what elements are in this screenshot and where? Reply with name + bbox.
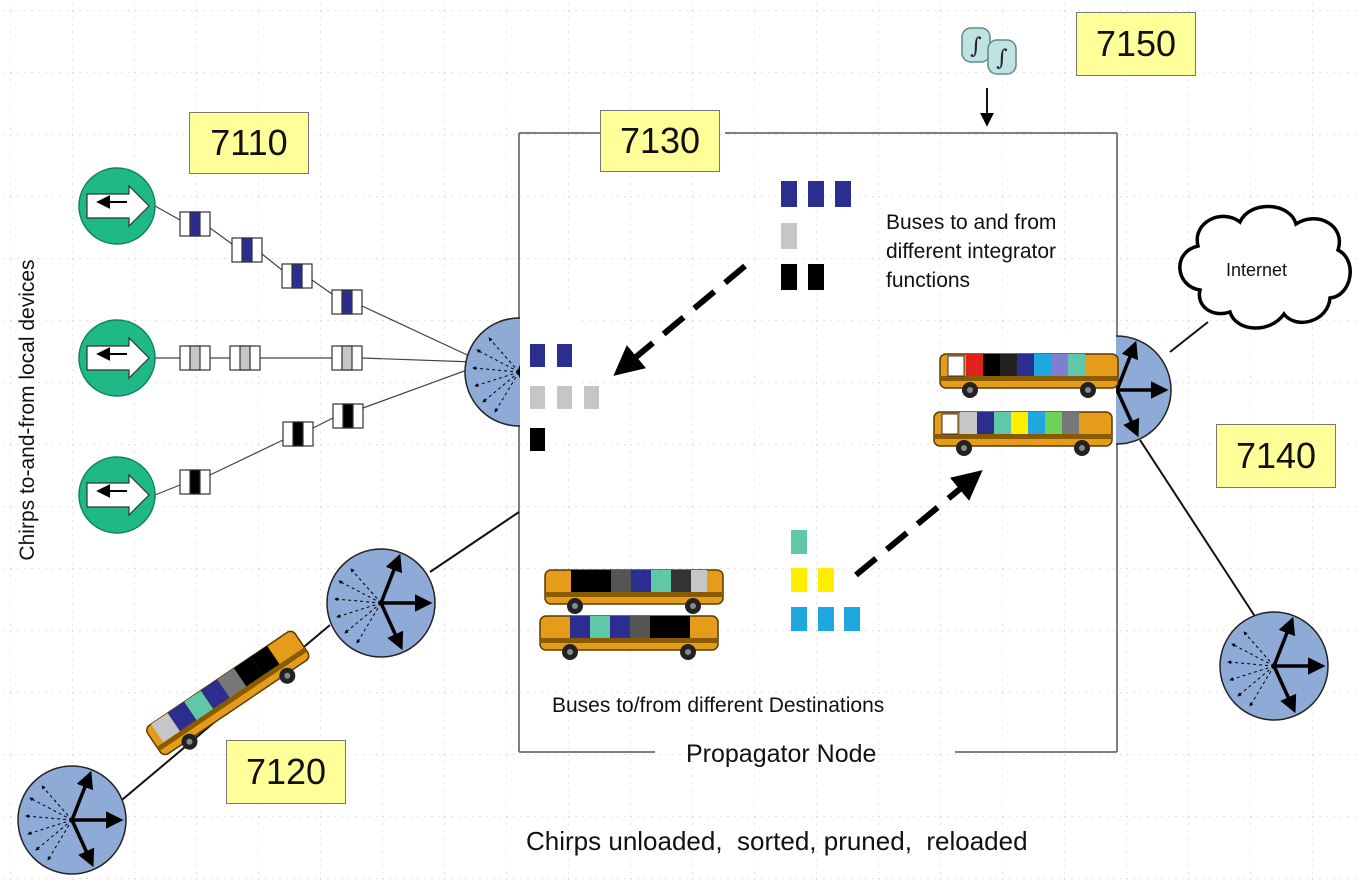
integrator-caption-line: functions (886, 269, 971, 292)
ref-label-7140: 7140 (1216, 424, 1336, 488)
chirp-packet (281, 263, 313, 289)
device-icon (79, 168, 155, 244)
router-hub-mask (520, 312, 580, 442)
router-relay-icon (327, 549, 435, 657)
bus-icon (539, 615, 719, 661)
dashed-arrow-outbound (854, 470, 983, 578)
integrator-caption-line: different integrator (886, 240, 1057, 263)
router-remote-icon (18, 766, 126, 874)
internet-label: Internet (1226, 260, 1288, 280)
chirp-packet (231, 237, 263, 263)
ref-label-7120: 7120 (226, 740, 346, 804)
integrator-caption-line: Buses to and from (886, 211, 1057, 234)
chirp-packet (331, 289, 363, 315)
bus-icon (939, 353, 1119, 399)
cloud-icon (1178, 204, 1352, 330)
dashed-arrow-inbound (613, 263, 747, 376)
side-label: Chirps to-and-from local devices (16, 259, 39, 561)
propagator-node-title: Propagator Node (686, 740, 877, 768)
device-icon (79, 457, 155, 533)
device-icon (79, 320, 155, 396)
ref-label-7150: 7150 (1076, 12, 1196, 76)
bus-icon (933, 411, 1113, 457)
router-outbound-icon (1220, 612, 1328, 720)
chirp-packet (179, 211, 211, 237)
sorted-chirps-left (530, 344, 599, 451)
destinations-caption: Buses to/from different Destinations (552, 694, 885, 717)
svg-text:∫: ∫ (996, 46, 1008, 71)
chirp-packet (332, 403, 364, 429)
integrator-caption: Buses to and from different integrator f… (886, 208, 1056, 295)
integrator-function-icon: ∫ ∫ (961, 27, 1017, 75)
bus-icon (544, 569, 724, 615)
integrator-chirps (781, 181, 851, 290)
ref-label-7110: 7110 (189, 112, 309, 174)
bus-icon (143, 628, 318, 766)
chirp-packet (229, 345, 261, 371)
ref-label-7130: 7130 (600, 110, 720, 172)
link-lines (154, 205, 479, 496)
chirp-packet (179, 345, 211, 371)
chirp-packet (179, 469, 211, 495)
chirp-packet (331, 345, 363, 371)
destination-chirps (791, 530, 860, 631)
chirp-packets (179, 211, 364, 495)
chirp-packet (282, 421, 314, 447)
bottom-caption: Chirps unloaded, sorted, pruned, reloade… (526, 826, 1028, 856)
svg-text:∫: ∫ (970, 34, 982, 59)
